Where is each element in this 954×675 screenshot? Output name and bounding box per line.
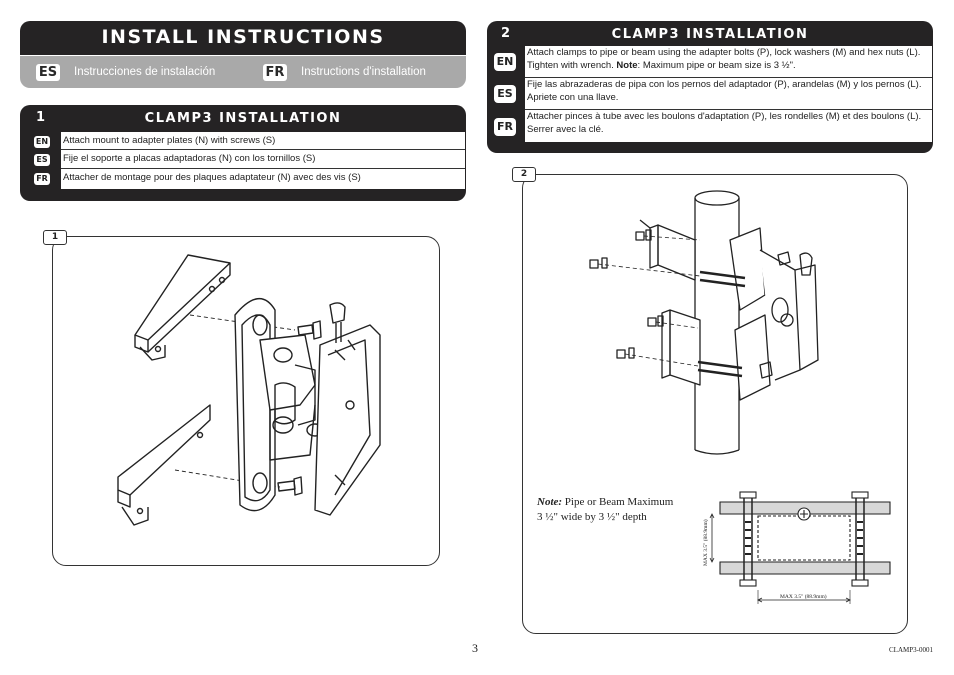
step2-badge-es: ES: [494, 85, 516, 103]
figure2-dimension-diagram: MAX 3.5" (88.9mm) MAX 3.5" (88.9mm): [702, 491, 891, 604]
step2-number: 2: [501, 26, 511, 41]
translation-fr-label: Instructions d'installation: [301, 66, 426, 78]
figure2-clamp-drawing: [589, 190, 819, 455]
figure1-mount-drawing: [117, 254, 381, 526]
step1-badge-es: ES: [34, 154, 50, 166]
page-title: INSTALL INSTRUCTIONS: [101, 26, 385, 48]
step2-badge-fr: FR: [494, 118, 516, 136]
step2-badge-en: EN: [494, 53, 516, 71]
figure2-panel: [522, 174, 908, 634]
lang-badge-fr: FR: [263, 64, 287, 81]
step2-en-text-after: : Maximum pipe or beam size is 3 ½".: [637, 59, 796, 71]
page-number: 3: [472, 641, 478, 655]
step1-row-es: Fije el soporte a placas adaptadoras (N)…: [61, 150, 465, 169]
figure2-note-line2: 3 ½" wide by 3 ½" depth: [537, 511, 647, 523]
step1-number: 1: [36, 110, 46, 125]
dim-horizontal-label: MAX 3.5" (88.9mm): [780, 593, 827, 600]
step2-row-es: Fije las abrazaderas de pipa con los per…: [525, 78, 932, 110]
figure2-note-line1: Pipe or Beam Maximum: [564, 496, 674, 508]
step2-title: CLAMP3 INSTALLATION: [611, 27, 809, 42]
step1-row-fr: Attacher de montage pour des plaques ada…: [61, 169, 465, 189]
dim-vertical-label: MAX 3.5" (88.9mm): [702, 519, 709, 566]
step2-en-text: Attach clamps to pipe or beam using the …: [527, 47, 921, 71]
figure2-note: Note: Pipe or Beam Maximum 3 ½" wide by …: [537, 495, 673, 525]
step2-row-fr: Attacher pinces à tube avec les boulons …: [525, 110, 932, 142]
step1-badge-en: EN: [34, 136, 50, 148]
figure2-note-label: Note:: [537, 496, 563, 508]
header-banner: [20, 21, 466, 55]
figure1-label: 1: [43, 230, 67, 245]
step1-title: CLAMP3 INSTALLATION: [144, 111, 342, 126]
lang-badge-es: ES: [36, 64, 60, 81]
translation-bar: [20, 56, 466, 88]
step1-badge-fr: FR: [34, 173, 50, 185]
document-code: CLAMP3-0001: [889, 646, 933, 654]
step2-en-note-label: Note: [616, 59, 638, 71]
translation-es-label: Instrucciones de instalación: [74, 66, 216, 78]
figure2-label: 2: [512, 167, 536, 182]
step2-row-en: Attach clamps to pipe or beam using the …: [525, 46, 932, 78]
step1-row-en: Attach mount to adapter plates (N) with …: [61, 132, 465, 150]
